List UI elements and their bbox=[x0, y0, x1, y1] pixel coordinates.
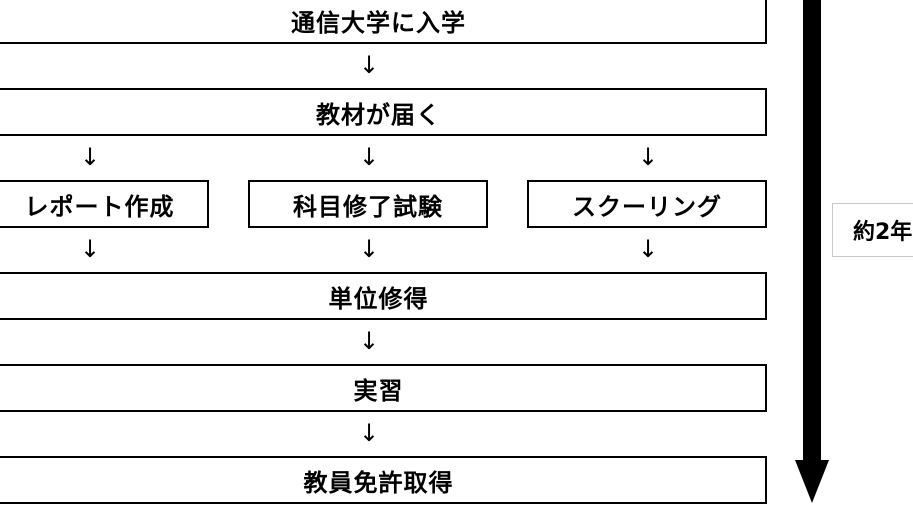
step-schooling: スクーリング bbox=[527, 180, 767, 228]
arrow-down-icon: ↓ bbox=[637, 143, 659, 171]
step-enroll: 通信大学に入学 bbox=[0, 0, 767, 44]
arrow-down-icon: ↓ bbox=[637, 235, 659, 263]
step-license: 教員免許取得 bbox=[0, 456, 767, 504]
timeline-shaft bbox=[803, 0, 821, 466]
step-credits: 単位修得 bbox=[0, 272, 767, 320]
step-exam: 科目修了試験 bbox=[248, 180, 488, 228]
arrow-down-icon: ↓ bbox=[358, 419, 380, 447]
step-materials: 教材が届く bbox=[0, 88, 767, 136]
step-practicum: 実習 bbox=[0, 364, 767, 412]
arrow-down-icon: ↓ bbox=[358, 143, 380, 171]
timeline-arrow-icon bbox=[795, 0, 829, 503]
timeline-arrowhead bbox=[795, 460, 829, 503]
duration-label: 約2年 bbox=[832, 203, 913, 257]
arrow-down-icon: ↓ bbox=[358, 235, 380, 263]
step-report: レポート作成 bbox=[0, 180, 209, 228]
arrow-down-icon: ↓ bbox=[79, 235, 101, 263]
arrow-down-icon: ↓ bbox=[358, 327, 380, 355]
arrow-down-icon: ↓ bbox=[358, 51, 380, 79]
arrow-down-icon: ↓ bbox=[79, 143, 101, 171]
